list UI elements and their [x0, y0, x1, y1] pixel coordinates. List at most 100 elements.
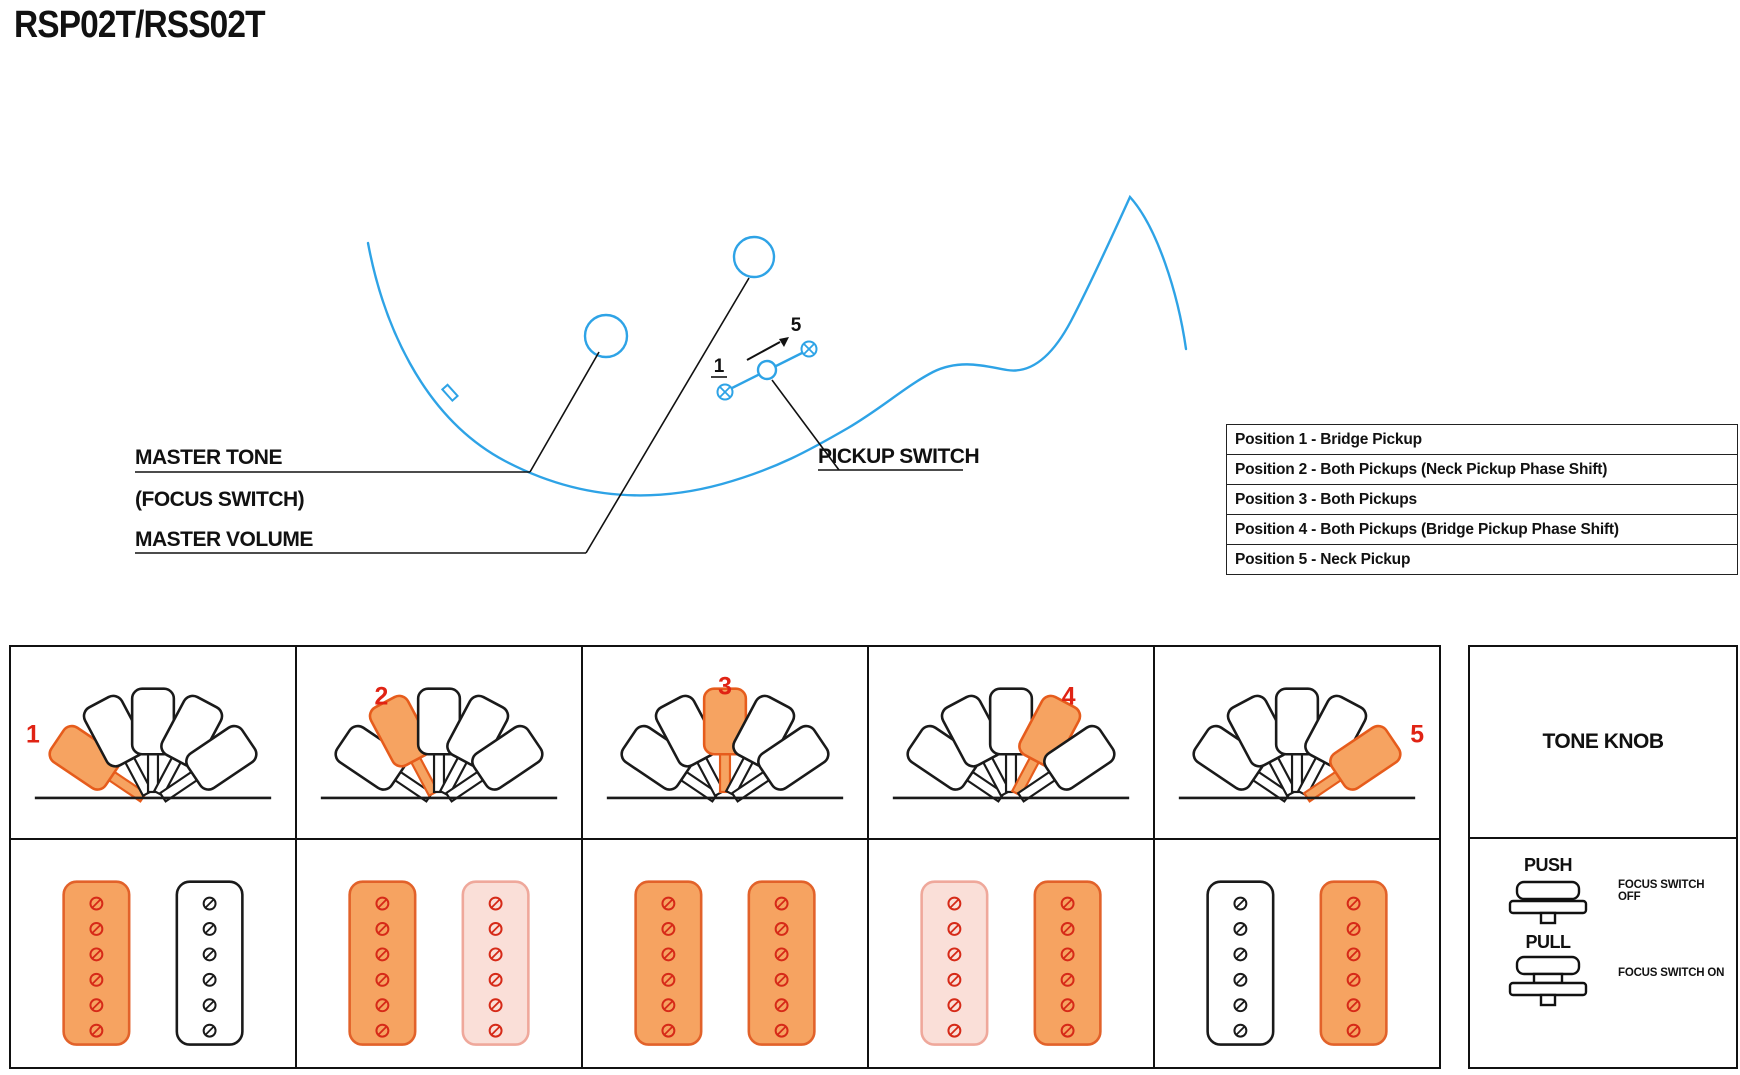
bridge-pickup-active: [634, 880, 703, 1046]
pole-screw-icon: [202, 1023, 217, 1038]
master-volume-leader: [585, 277, 750, 554]
pole-screw-icon: [1060, 921, 1075, 936]
pole-screw-icon: [1346, 921, 1361, 936]
switch-range-arrow: [746, 341, 781, 361]
pole-screw-icon: [1346, 896, 1361, 911]
knob-push-icon: [1508, 880, 1588, 925]
pole-screw-icon: [947, 921, 962, 936]
knob-action-label: PULL: [1525, 932, 1572, 952]
switch-fan-area: 1: [11, 647, 295, 840]
switch-fan-area: 5: [1155, 647, 1439, 840]
position-number: 5: [1410, 721, 1424, 748]
pole-screw-icon: [488, 896, 503, 911]
pole-screw-icon: [202, 997, 217, 1012]
position-cell-2: 2: [297, 647, 583, 1067]
pole-screw-icon: [1233, 896, 1248, 911]
pickup-switch-label: PICKUP SWITCH: [818, 445, 979, 468]
pole-screw-icon: [661, 997, 676, 1012]
knob-desc-label: FOCUS SWITCH ON: [1618, 966, 1725, 979]
focus-switch-label: (FOCUS SWITCH): [135, 488, 304, 511]
position-table-cell: Position 2 - Both Pickups (Neck Pickup P…: [1226, 454, 1738, 485]
pole-screw-icon: [947, 1023, 962, 1038]
position-table-row: Position 3 - Both Pickups: [1226, 484, 1738, 515]
switch-pos-5-label: 5: [791, 315, 802, 336]
switch-range-arrowhead-icon: [779, 337, 789, 347]
master-tone-leader: [529, 351, 600, 473]
pickup-area: [869, 840, 1153, 1068]
pole-screw-icon: [1233, 1023, 1248, 1038]
neck-pickup-active: [747, 880, 816, 1046]
knob-column: PULL: [1482, 932, 1614, 1013]
position-table-row: Position 4 - Both Pickups (Bridge Pickup…: [1226, 514, 1738, 545]
position-number: 3: [718, 674, 732, 701]
position-table-cell: Position 1 - Bridge Pickup: [1226, 424, 1738, 455]
position-number: 4: [1062, 684, 1076, 711]
position-table-cell: Position 3 - Both Pickups: [1226, 484, 1738, 515]
pole-screw-icon: [202, 921, 217, 936]
pole-screw-icon: [1346, 1023, 1361, 1038]
switch-fan-graphic: 3: [606, 674, 844, 803]
position-number: 1: [26, 721, 40, 748]
switch-lever: [158, 724, 258, 803]
pickup-area: [1155, 840, 1439, 1068]
switch-pivot: [756, 359, 778, 381]
pole-screw-icon: [1060, 896, 1075, 911]
pole-screw-icon: [661, 921, 676, 936]
pole-screw-icon: [488, 997, 503, 1012]
position-cell-4: 4: [869, 647, 1155, 1067]
switch-screw-right-icon: [800, 340, 818, 358]
knob-action-label: PUSH: [1523, 855, 1573, 875]
master-tone-knob: [583, 313, 629, 359]
pole-screw-icon: [89, 921, 104, 936]
pole-screw-icon: [1060, 947, 1075, 962]
pole-screw-icon: [1060, 1023, 1075, 1038]
switch-screw-left-icon: [716, 383, 734, 401]
pickup-pair-graphic: [348, 880, 530, 1046]
position-cell-3: 3: [583, 647, 869, 1067]
tone-knob-title: TONE KNOB: [1542, 730, 1664, 753]
master-tone-label: MASTER TONE: [135, 446, 282, 469]
pole-screw-icon: [947, 972, 962, 987]
pole-screw-icon: [1060, 997, 1075, 1012]
pole-screw-icon: [488, 1023, 503, 1038]
bridge-pickup-active: [348, 880, 417, 1046]
pole-screw-icon: [774, 1023, 789, 1038]
pickup-pair-graphic: [1206, 880, 1388, 1046]
tone-knob-row-pull: PULL FOCUS SWITCH ON: [1482, 932, 1728, 1013]
bridge-pickup-off: [1206, 880, 1275, 1046]
switch-fan-area: 4: [869, 647, 1153, 840]
pole-screw-icon: [89, 972, 104, 987]
switch-lever-active: [1010, 694, 1082, 798]
pole-screw-icon: [947, 947, 962, 962]
position-cell-5: 5: [1155, 647, 1439, 1067]
positions-grid: 1 2 3 4 5: [9, 645, 1441, 1069]
pole-screw-icon: [488, 972, 503, 987]
bridge-pickup-active: [62, 880, 131, 1046]
pole-screw-icon: [1346, 997, 1361, 1012]
master-volume-label: MASTER VOLUME: [135, 528, 313, 551]
pickup-area: [297, 840, 581, 1068]
position-table-cell: Position 4 - Both Pickups (Bridge Pickup…: [1226, 514, 1738, 545]
pole-screw-icon: [774, 896, 789, 911]
pickup-switch-leader: [771, 379, 840, 471]
pole-screw-icon: [1233, 972, 1248, 987]
neck-pickup-off: [175, 880, 244, 1046]
pole-screw-icon: [202, 947, 217, 962]
pole-screw-icon: [375, 921, 390, 936]
strap-pin: [440, 383, 459, 403]
pole-screw-icon: [1060, 972, 1075, 987]
guitar-body-outline: [366, 194, 1188, 497]
pole-screw-icon: [1233, 947, 1248, 962]
pole-screw-icon: [375, 972, 390, 987]
pole-screw-icon: [661, 972, 676, 987]
pole-screw-icon: [89, 947, 104, 962]
pole-screw-icon: [661, 947, 676, 962]
switch-pos-1-label: 1: [714, 356, 725, 377]
pole-screw-icon: [89, 1023, 104, 1038]
pole-screw-icon: [1346, 947, 1361, 962]
pole-screw-icon: [375, 947, 390, 962]
neck-pickup-active: [1033, 880, 1102, 1046]
